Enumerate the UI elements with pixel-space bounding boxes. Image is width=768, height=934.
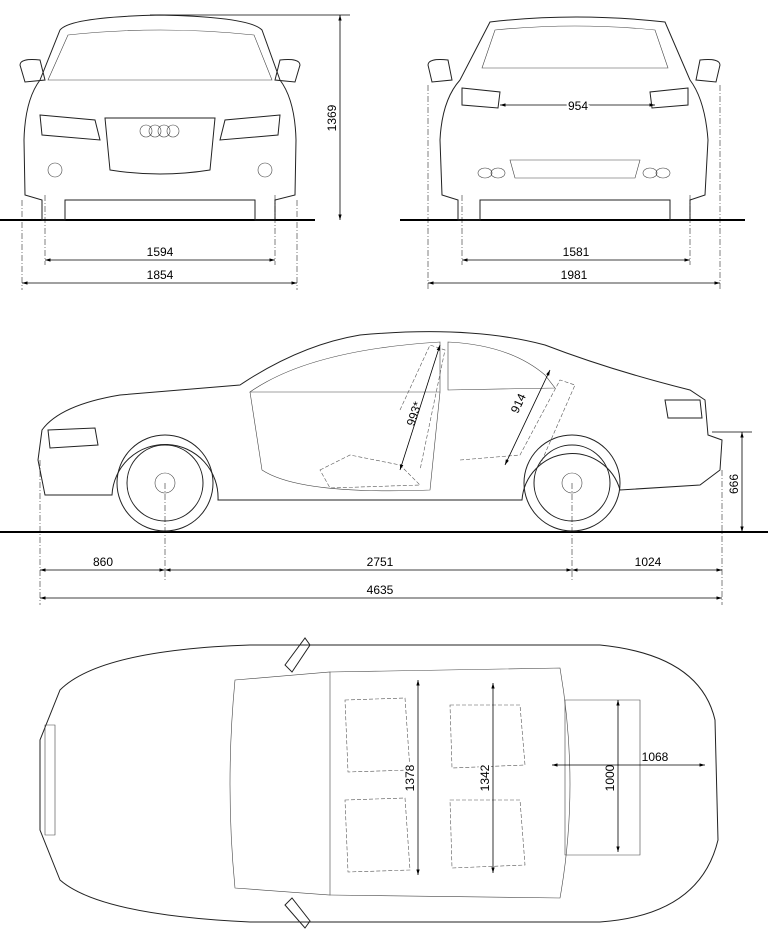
front-headroom-label: 993* [404, 400, 425, 428]
rear-body-outline [439, 16, 709, 221]
front-width-label: 1854 [147, 268, 174, 282]
wheelbase-label: 2751 [367, 555, 394, 569]
side-body-outline [37, 331, 723, 501]
front-track-label: 1594 [147, 245, 174, 259]
door-outline [249, 391, 441, 492]
seat-outlines [319, 344, 576, 489]
taillight [664, 399, 703, 419]
mirrors [284, 637, 311, 929]
rear-headroom-label: 914 [508, 391, 529, 415]
windshield [47, 29, 273, 81]
trunk-width-label: 954 [568, 99, 588, 113]
fog-light-left [47, 162, 63, 178]
fog-light-right [257, 162, 273, 178]
side-view: 993* 914 666 860 2751 1024 4635 [0, 331, 768, 605]
roof-outline [329, 667, 571, 899]
trunk-opening [564, 699, 641, 856]
headlights [39, 114, 281, 141]
front-overhang-label: 860 [93, 555, 113, 569]
front-grille-top [44, 724, 56, 836]
seat-outlines-top [344, 697, 526, 873]
trunk-length-label: 1068 [642, 750, 669, 764]
rear-track-label: 1581 [563, 245, 590, 259]
height-label: 1369 [325, 104, 339, 131]
length-label: 4635 [367, 583, 394, 597]
top-body-outline [39, 644, 719, 923]
sill-height-label: 666 [727, 474, 741, 494]
taillights [461, 87, 689, 109]
mirror-width-label: 1981 [561, 268, 588, 282]
rear-elbow-width-label: 1342 [478, 764, 492, 791]
rear-overhang-label: 1024 [635, 555, 662, 569]
mirrors [19, 59, 301, 83]
headlight [47, 427, 99, 449]
front-body-outline [23, 14, 297, 221]
top-view: 1378 1342 1000 1068 [39, 637, 719, 929]
audi-rings-logo [139, 124, 180, 138]
trunk-width-top-label: 1000 [603, 764, 617, 791]
side-windows [249, 341, 556, 393]
windshield-top [229, 671, 331, 896]
front-elbow-width-label: 1378 [403, 764, 417, 791]
rear-view: 954 1581 1981 [400, 16, 745, 290]
license-plate-area [509, 159, 641, 179]
rear-window [481, 25, 669, 69]
exhaust-tips [477, 167, 671, 179]
mirrors [427, 59, 721, 83]
front-view: 1594 1854 1369 [0, 14, 350, 290]
grille [104, 117, 216, 175]
